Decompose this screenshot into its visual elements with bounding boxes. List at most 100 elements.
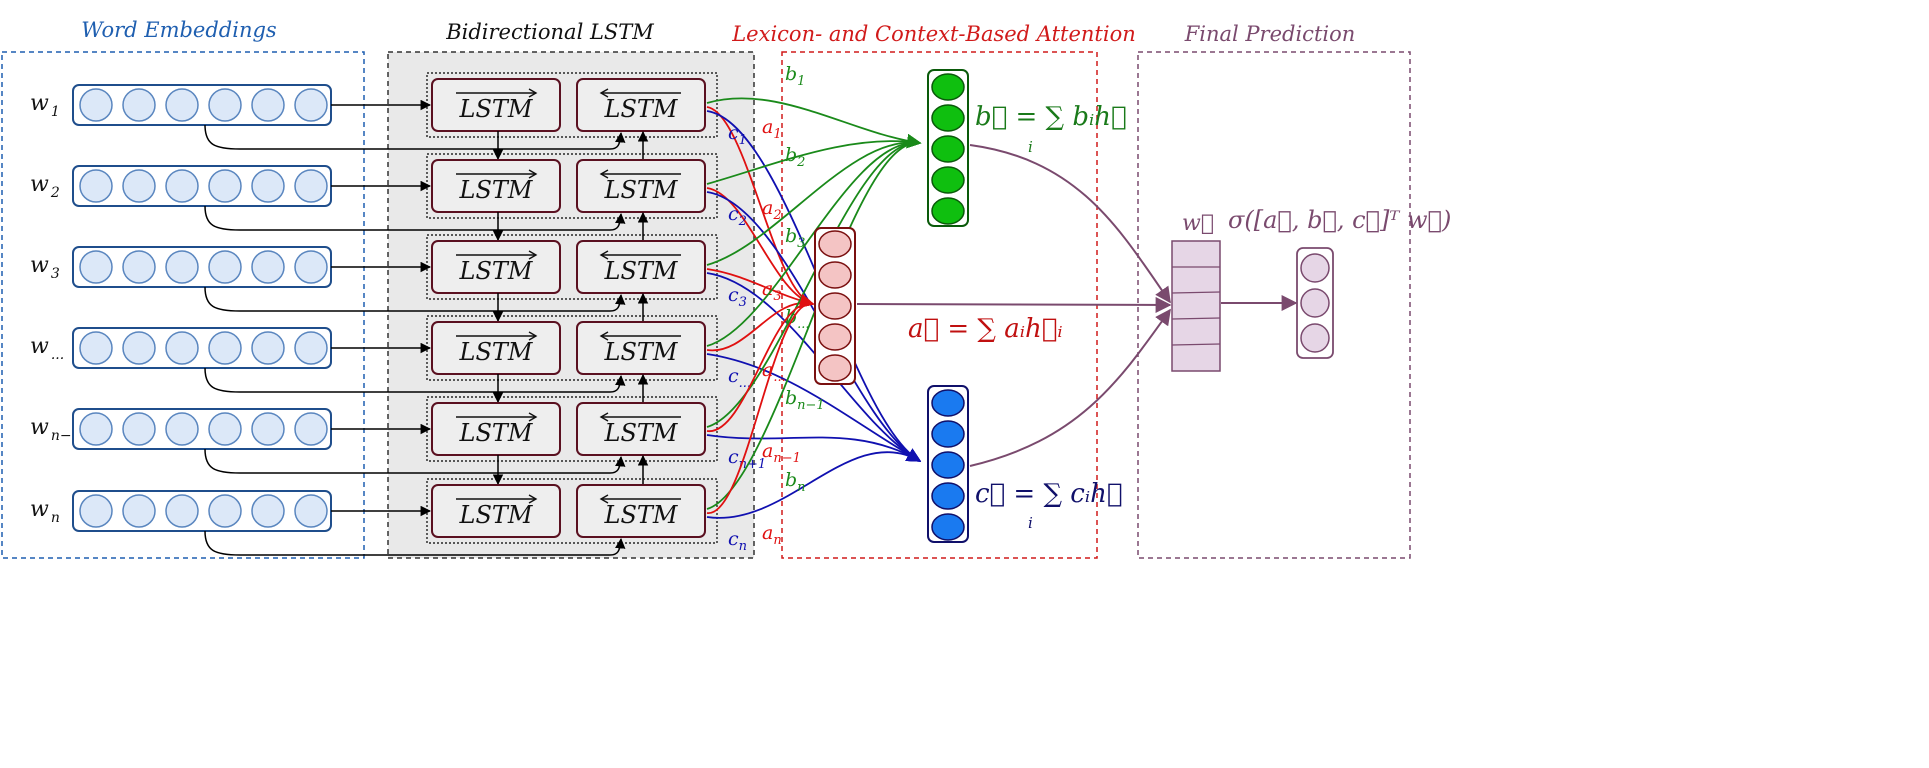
c-weight-connection: [706, 353, 922, 462]
embedding-cell: [79, 331, 113, 365]
bilstm-title: Bidirectional LSTM: [445, 20, 654, 44]
embedding-cell: [79, 494, 113, 528]
embedding-cell: [122, 331, 156, 365]
backward-lstm-label: LSTM: [604, 95, 679, 123]
forward-lstm-cell: [431, 484, 561, 538]
prediction-title: Final Prediction: [1184, 22, 1356, 46]
embedding-cell: [122, 169, 156, 203]
embedding-cell: [122, 412, 156, 446]
left-arrow-icon: [599, 169, 609, 179]
a-weight-label: an−1: [762, 440, 801, 466]
embedding-cell: [165, 88, 199, 122]
backward-lstm-label: LSTM: [604, 338, 679, 366]
a-weight-label-subscript: 2: [772, 208, 781, 223]
word-label-subscript: 1: [51, 104, 60, 120]
embedding-cell: [208, 494, 242, 528]
right-arrow-icon: [528, 169, 538, 179]
embedding-cell: [165, 494, 199, 528]
backward-lstm-label: LSTM: [604, 501, 679, 529]
c-weight-connection: [706, 434, 922, 462]
backward-lstm-label: LSTM: [604, 176, 679, 204]
attention-cell: [818, 230, 852, 258]
left-arrow-icon: [599, 331, 609, 341]
w-label: w⃗: [1182, 211, 1214, 236]
embedding-cell: [79, 412, 113, 446]
lstm-pair-group: [426, 478, 718, 544]
attention-cell: [818, 261, 852, 289]
attention-cell: [931, 482, 965, 510]
attention-cell: [931, 197, 965, 225]
embedding-cell: [294, 331, 328, 365]
left-arrow-icon: [599, 412, 609, 422]
attention-vector-a: [814, 227, 856, 385]
lstm-pair-group: [426, 234, 718, 300]
b-to-w-arrow: [969, 144, 1171, 304]
b-weight-connection: [706, 134, 922, 266]
embedding-cell: [294, 88, 328, 122]
prediction-frame: [1137, 51, 1411, 559]
a-to-w-arrow: [856, 296, 1172, 313]
b-weight-label: b...: [785, 306, 810, 332]
b-weight-label-subscript: n−1: [797, 398, 825, 413]
c-weight-label-subscript: ...: [739, 376, 751, 391]
equation-c: c⃗ = ∑ cᵢh⃗: [975, 479, 1122, 509]
embedding-cell: [208, 88, 242, 122]
attention-cell: [818, 292, 852, 320]
equation-b-index: i: [1028, 138, 1033, 156]
embedding-cell: [251, 331, 285, 365]
attention-cell: [931, 73, 965, 101]
attention-cell: [931, 389, 965, 417]
sigma-formula: σ([a⃗, b⃗, c⃗]ᵀ w⃗): [1228, 206, 1451, 234]
word-label-subscript: 3: [51, 266, 60, 282]
word-label-subscript: 2: [50, 185, 60, 201]
forward-lstm-cell: [431, 78, 561, 132]
embedding-cell: [251, 169, 285, 203]
attention-connections: b1a1c1b2a2c2b3a3c3b...a...c...bn−1an−1cn…: [706, 63, 922, 554]
b-weight-label-subscript: 3: [797, 236, 805, 251]
embedding-cell: [251, 494, 285, 528]
c-to-w-arrow: [969, 308, 1171, 467]
embedding-cell: [208, 169, 242, 203]
attention-cell: [931, 166, 965, 194]
backward-lstm-cell: [576, 484, 706, 538]
left-arrow-icon: [599, 88, 609, 98]
c-weight-label-subscript: 3: [739, 295, 747, 310]
a-weight-label: a1: [762, 116, 782, 142]
b-weight-label: b1: [785, 63, 805, 89]
embedding-cell: [165, 331, 199, 365]
forward-lstm-cell: [431, 159, 561, 213]
forward-lstm-label: LSTM: [459, 176, 534, 204]
embedding-cell: [208, 250, 242, 284]
embedding-cell: [165, 169, 199, 203]
embedding-to-backward-arrow: [204, 124, 626, 150]
right-arrow-icon: [528, 331, 538, 341]
b-weight-label-subscript: 1: [797, 74, 805, 89]
a-weight-connection: [706, 293, 815, 432]
backward-lstm-label: LSTM: [604, 257, 679, 285]
attention-cell: [818, 354, 852, 382]
equation-a: a⃗ = ∑ aᵢh⃗ᵢ: [908, 314, 1063, 344]
b-weight-label: b3: [785, 225, 805, 251]
a-weight-label-subscript: 1: [773, 127, 781, 142]
attention-cell: [931, 513, 965, 541]
embedding-cell: [294, 250, 328, 284]
right-arrow-icon: [528, 250, 538, 260]
backward-lstm-label: LSTM: [604, 419, 679, 447]
output-vector: [1296, 247, 1334, 359]
b-weight-connection: [706, 134, 922, 347]
embedding-cell: [251, 412, 285, 446]
attention-cell: [931, 135, 965, 163]
attention-cell: [818, 323, 852, 351]
b-weight-label: b2: [785, 144, 805, 170]
embedding-cell: [294, 412, 328, 446]
lstm-pair-group: [426, 153, 718, 219]
embedding-to-backward-arrow: [204, 448, 626, 474]
weight-vector-w: [1171, 240, 1221, 372]
